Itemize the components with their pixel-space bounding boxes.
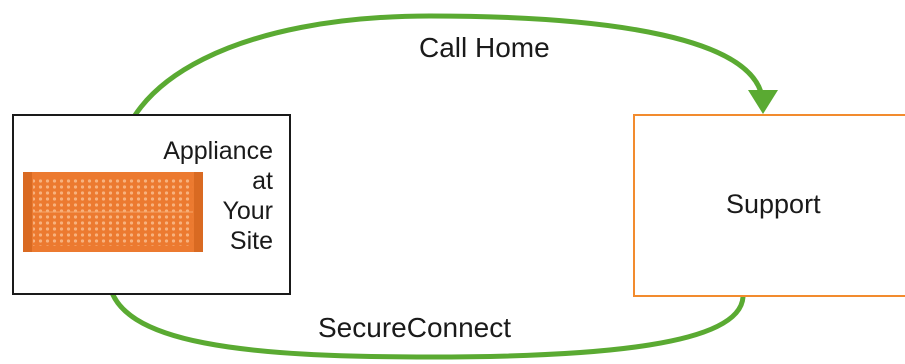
appliance-box: Appliance at Your Site (12, 114, 291, 295)
secure-connect-label: SecureConnect (318, 312, 512, 343)
support-label: Support (726, 189, 821, 219)
appliance-label: Appliance at Your Site (163, 136, 273, 256)
support-box: Support (633, 114, 905, 297)
appliance-label-line: at (252, 167, 273, 195)
appliance-label-line: Your (222, 197, 273, 225)
call-home-arrowhead (748, 90, 778, 114)
appliance-label-line: Site (229, 227, 273, 255)
server-appliance-icon (23, 172, 203, 252)
call-home-label: Call Home (419, 32, 550, 63)
appliance-label-line: Appliance (163, 137, 273, 165)
secure-connect-arrow (106, 277, 746, 360)
call-home-arrow (115, 13, 765, 171)
